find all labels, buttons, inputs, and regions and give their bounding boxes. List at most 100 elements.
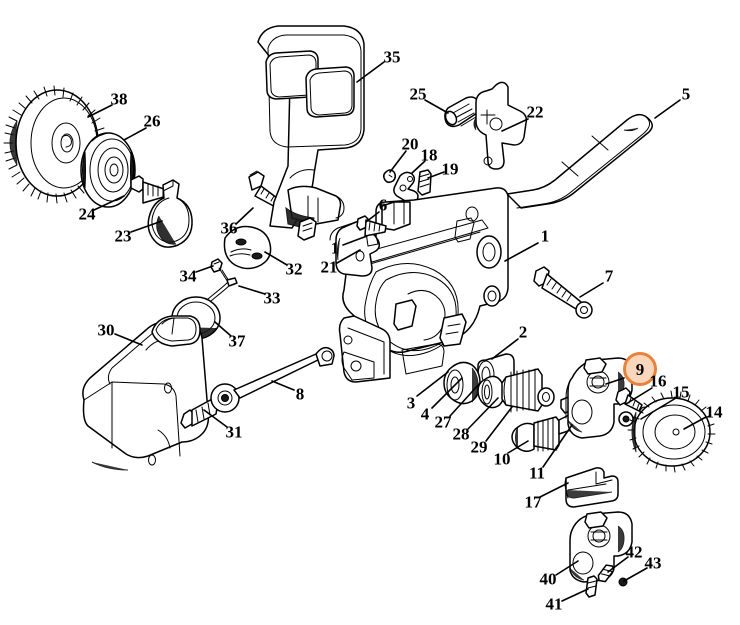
callout-33: 33 bbox=[263, 288, 281, 308]
leader-line-7 bbox=[579, 282, 604, 298]
callout-35: 35 bbox=[383, 47, 401, 67]
part-28-worm-gear bbox=[501, 368, 543, 413]
leader-line-6 bbox=[365, 211, 380, 223]
part-19-spring bbox=[417, 169, 432, 196]
callout-22: 22 bbox=[526, 102, 544, 122]
callout-38: 38 bbox=[110, 89, 128, 109]
callout-4: 4 bbox=[420, 404, 430, 424]
callout-40: 40 bbox=[539, 569, 557, 589]
part-42-dowel-pin bbox=[597, 564, 615, 583]
leader-line-3 bbox=[416, 371, 449, 397]
part-26-clutch-drum bbox=[80, 132, 136, 208]
leader-line-38 bbox=[87, 104, 113, 118]
leader-line-24 bbox=[93, 195, 125, 211]
part-30-oil-tank bbox=[82, 315, 210, 471]
callout-34: 34 bbox=[179, 266, 197, 286]
callout-1: 1 bbox=[540, 226, 550, 246]
callout-43: 43 bbox=[644, 553, 662, 573]
part-38-flywheel bbox=[3, 85, 107, 204]
leader-line-20 bbox=[389, 150, 407, 173]
part-8-suction-hose bbox=[210, 346, 335, 413]
callout-30: 30 bbox=[97, 320, 115, 340]
callout-27: 27 bbox=[434, 412, 452, 432]
part-22-brake-lever bbox=[473, 81, 528, 170]
leader-line-35 bbox=[356, 61, 385, 83]
callout-32: 32 bbox=[285, 259, 303, 279]
callout-20: 20 bbox=[401, 134, 419, 154]
leader-line-4 bbox=[431, 377, 463, 409]
part-23-brake-band bbox=[147, 179, 193, 248]
part-17-pump-slide bbox=[564, 467, 619, 508]
leader-line-32 bbox=[264, 251, 288, 266]
part-35-hand-guard bbox=[257, 25, 365, 231]
callout-16: 16 bbox=[649, 371, 667, 391]
leader-line-34 bbox=[195, 265, 214, 273]
part-32-rotary-oil-valve bbox=[223, 225, 272, 270]
leader-line-8 bbox=[271, 380, 295, 391]
callout-31: 31 bbox=[225, 422, 243, 442]
callout-19: 19 bbox=[441, 159, 459, 179]
callout-24: 24 bbox=[78, 204, 96, 224]
callout-25: 25 bbox=[409, 84, 427, 104]
part-9-oil-pump-housing bbox=[565, 357, 633, 439]
leader-line-14 bbox=[683, 416, 707, 430]
part-40-oil-pump-body bbox=[569, 511, 633, 583]
part-6-pan-head-screw bbox=[356, 215, 387, 237]
part-18-angled-lever bbox=[393, 171, 419, 205]
part-27-spacer-ring bbox=[537, 387, 555, 407]
part-41-roll-pin bbox=[585, 575, 598, 598]
leader-line-11 bbox=[542, 424, 573, 468]
callout-3: 3 bbox=[406, 393, 416, 413]
leader-line-2 bbox=[491, 338, 519, 360]
leader-line-22 bbox=[501, 118, 529, 132]
part-3-ball-bearing bbox=[443, 361, 481, 405]
callout-36: 36 bbox=[220, 218, 238, 238]
leader-line-26 bbox=[123, 127, 147, 141]
leader-line-25 bbox=[424, 99, 449, 114]
callout-37: 37 bbox=[228, 331, 246, 351]
part-15-washer bbox=[618, 411, 634, 427]
leader-line-17 bbox=[539, 482, 569, 498]
leader-line-5 bbox=[654, 99, 681, 119]
leader-line-16 bbox=[625, 387, 653, 405]
leader-line-42 bbox=[607, 556, 629, 573]
callout-7: 7 bbox=[604, 266, 614, 286]
part-14-rim-sprocket bbox=[627, 390, 716, 473]
callout-41: 41 bbox=[545, 594, 563, 614]
leader-line-1 bbox=[504, 242, 539, 262]
callout-17: 17 bbox=[524, 492, 542, 512]
callout-6: 6 bbox=[378, 195, 388, 215]
callout-5: 5 bbox=[681, 84, 691, 104]
leader-line-10 bbox=[507, 440, 529, 454]
leader-line-9 bbox=[605, 377, 625, 385]
leader-line-19 bbox=[427, 171, 445, 179]
callout-18: 18 bbox=[420, 145, 438, 165]
leader-line-36 bbox=[235, 207, 254, 225]
leader-line-18 bbox=[411, 160, 426, 174]
callout-2: 2 bbox=[518, 322, 528, 342]
leader-line-33 bbox=[238, 285, 266, 295]
leader-line-41 bbox=[561, 588, 589, 602]
leader-lines bbox=[87, 61, 707, 602]
leader-line-30 bbox=[114, 333, 143, 346]
callout-26: 26 bbox=[143, 111, 161, 131]
leader-line-43 bbox=[623, 567, 648, 582]
callout-14: 14 bbox=[705, 402, 723, 422]
part-4-oil-seal bbox=[477, 375, 505, 409]
callout-11: 11 bbox=[528, 463, 546, 483]
callout-10: 10 bbox=[493, 449, 511, 469]
leader-line-27 bbox=[449, 382, 481, 417]
leader-line-29 bbox=[485, 406, 513, 442]
callout-9-highlighted[interactable]: 9 bbox=[623, 352, 657, 386]
callout-29: 29 bbox=[470, 437, 488, 457]
part-5-scabbard bbox=[506, 113, 653, 209]
callout-28: 28 bbox=[452, 424, 470, 444]
leader-line-1 bbox=[342, 235, 368, 246]
leader-line-15 bbox=[640, 397, 677, 420]
leader-line-23 bbox=[130, 220, 163, 233]
callout-1: 1 bbox=[330, 238, 340, 258]
callout-42: 42 bbox=[625, 542, 643, 562]
callout-21: 21 bbox=[320, 257, 338, 277]
